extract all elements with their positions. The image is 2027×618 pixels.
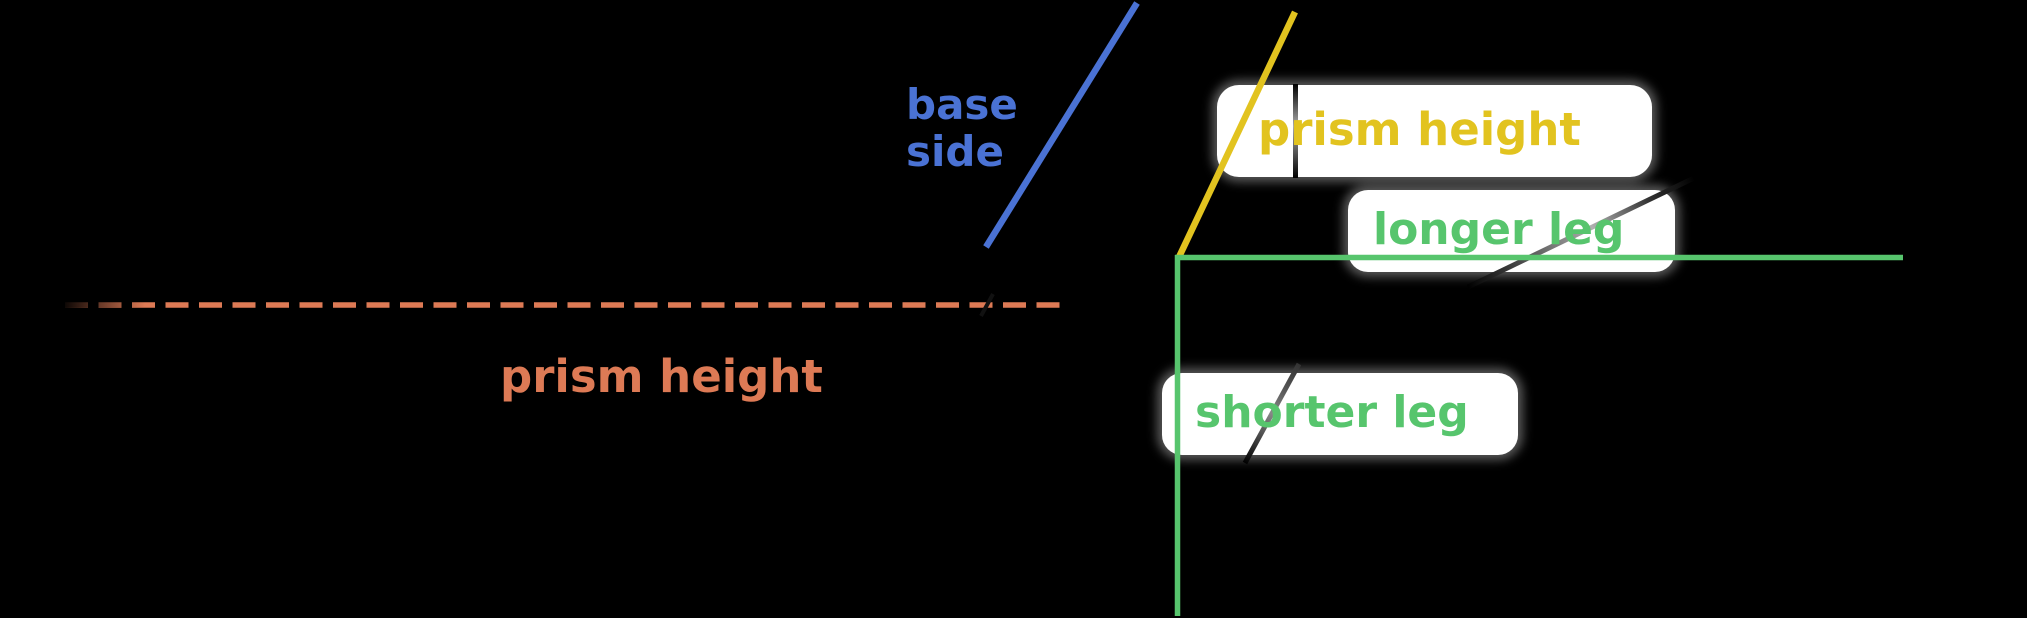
prism-height-label-left-text: prism height <box>500 350 823 403</box>
longer-leg-label-text: longer leg <box>1373 203 1625 255</box>
longer-leg-label: longer leg <box>1348 190 1675 272</box>
prism-height-label-right-text: prism height <box>1258 102 1581 156</box>
prism-height-label-box <box>1217 85 1652 177</box>
base-side-label: base side <box>906 81 1018 175</box>
base-side-label-line2: side <box>906 127 1004 176</box>
hidden-edge-over-dashed-line <box>979 293 995 317</box>
base-side-line <box>983 1 1140 249</box>
dashed-line-dark-fade <box>59 299 146 308</box>
prism-height-line <box>1176 10 1298 259</box>
hidden-edge-through-shorter-leg-label <box>1242 362 1302 465</box>
hidden-edge-through-longer-leg-label <box>1466 175 1696 290</box>
shorter-leg-label-text: shorter leg <box>1195 386 1469 438</box>
base-side-label-line1: base <box>906 80 1018 129</box>
shorter-leg-label: shorter leg <box>1162 373 1518 455</box>
prism-height-label-left: prism height <box>500 351 823 403</box>
prism-height-label-right: prism height <box>1217 85 1652 177</box>
shorter-leg-label-box <box>1162 373 1518 455</box>
